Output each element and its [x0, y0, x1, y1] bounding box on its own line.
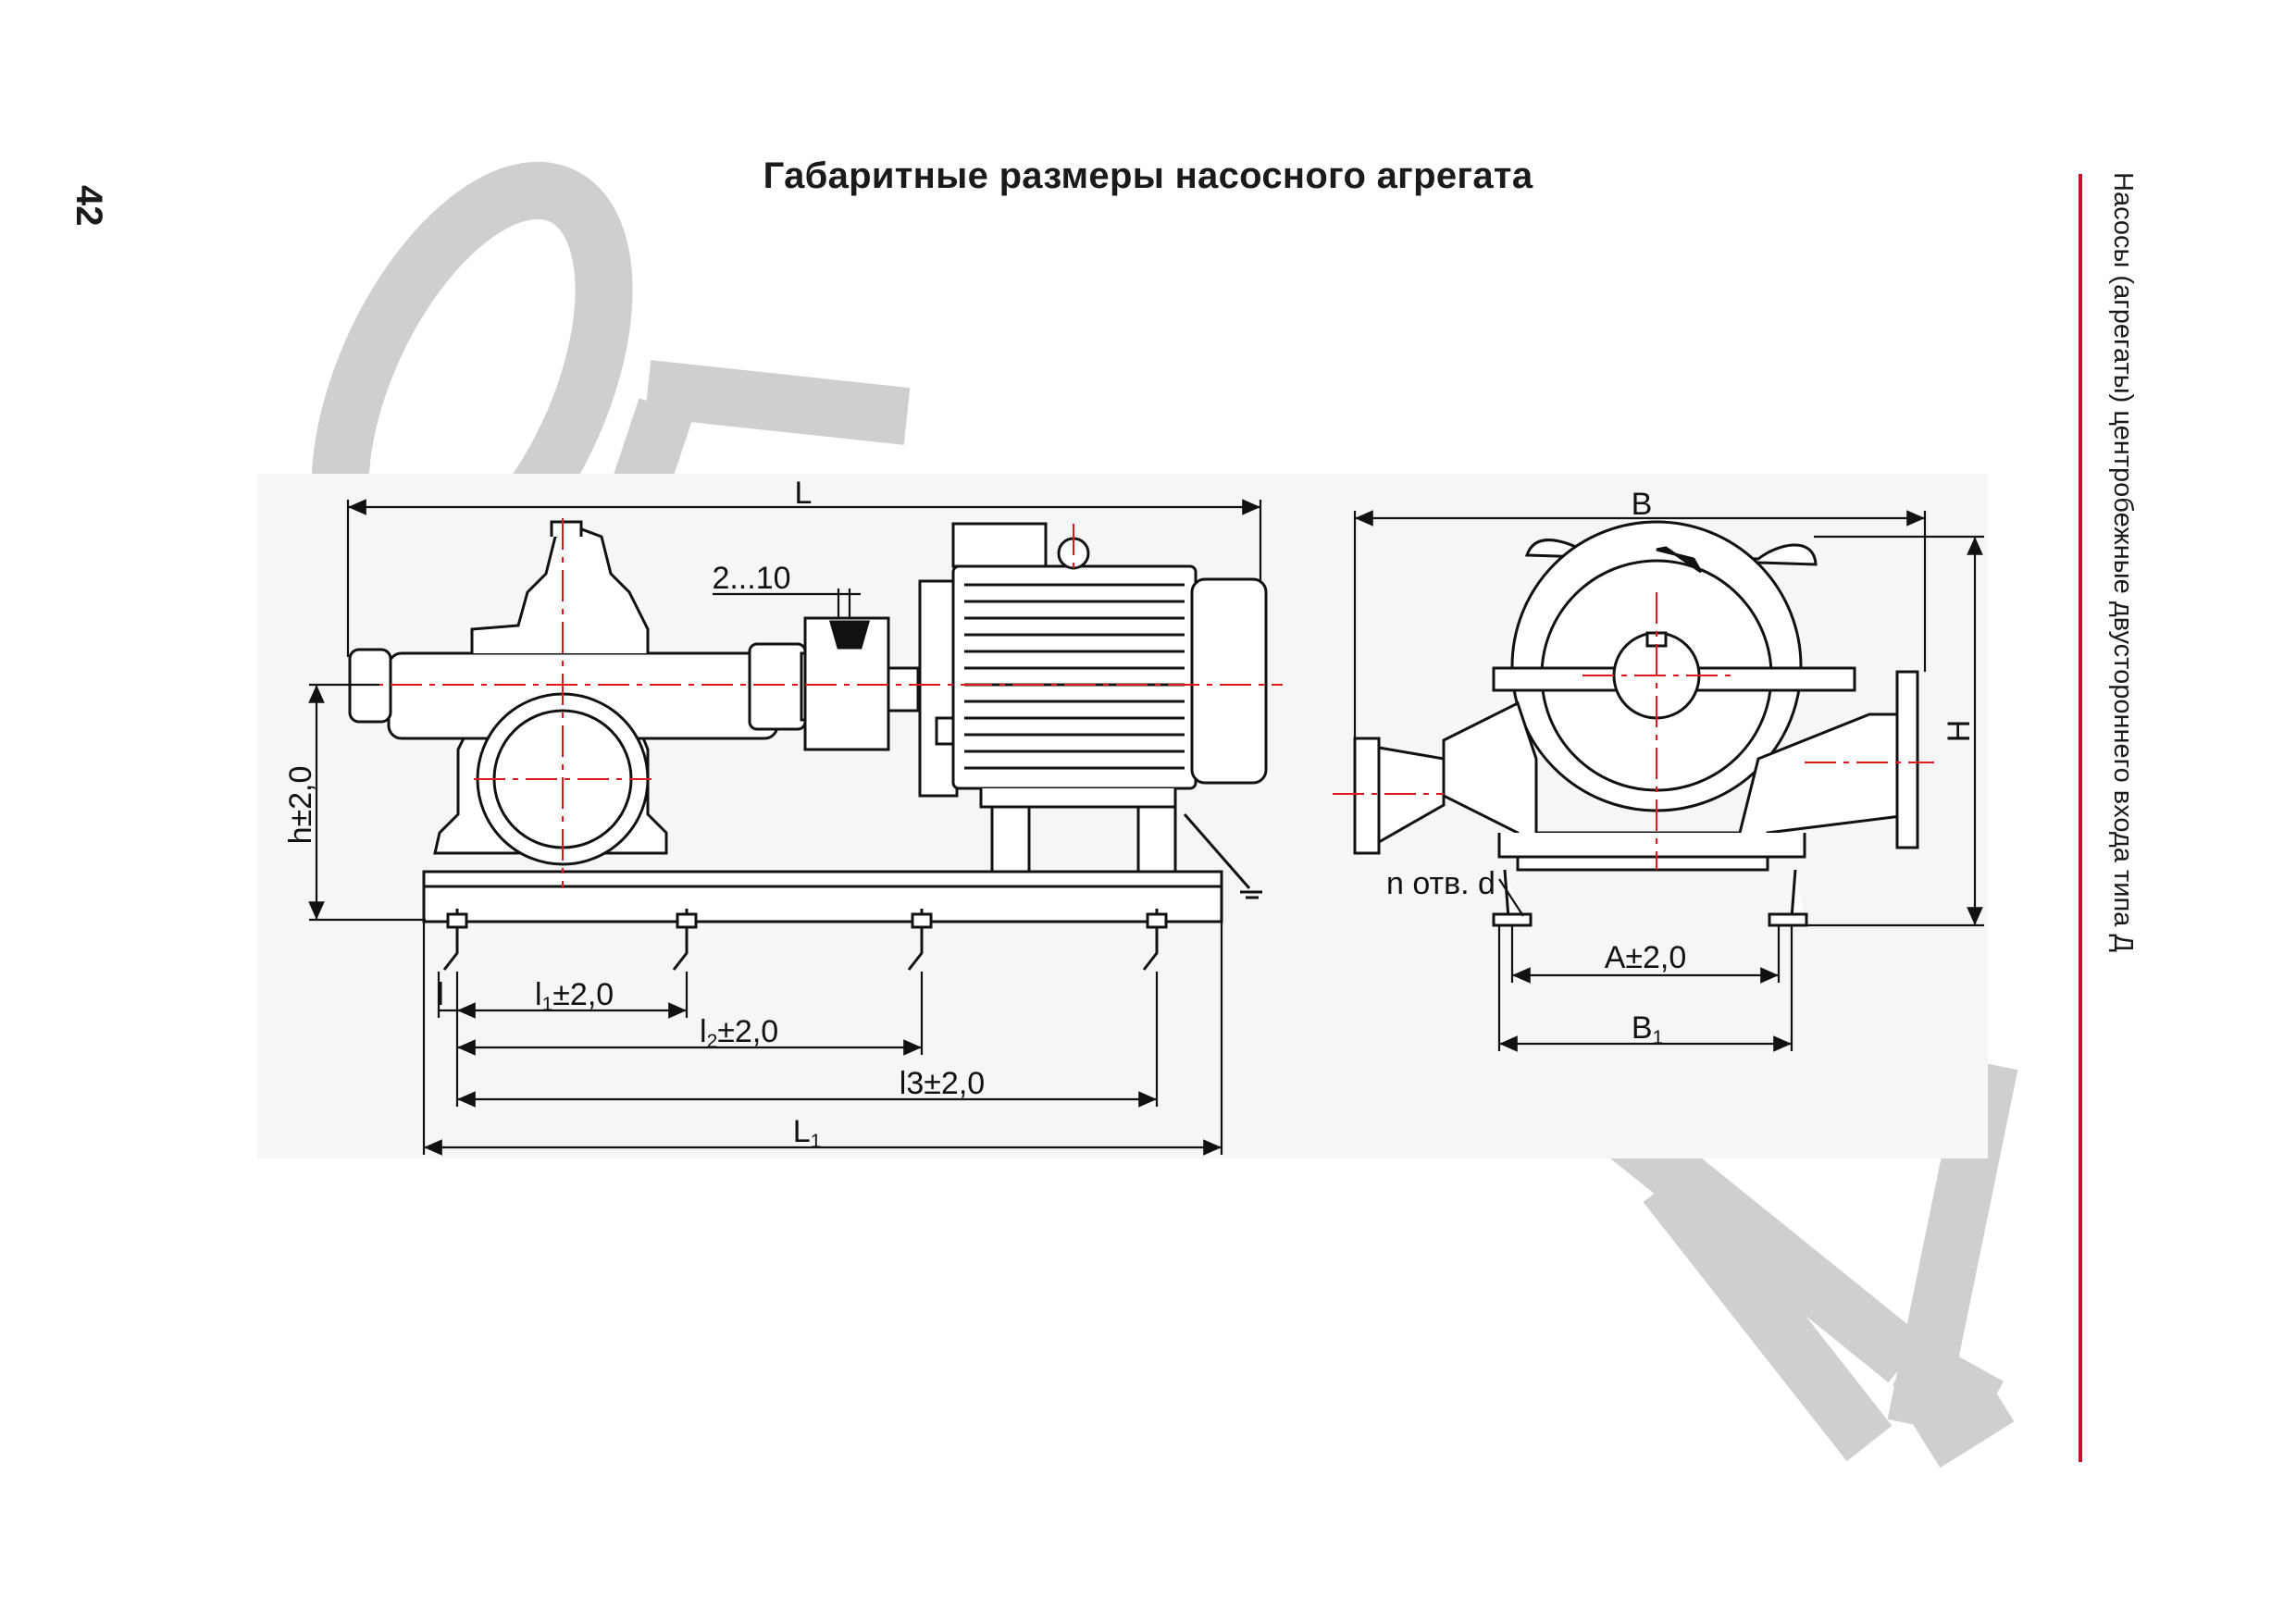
dim-holes: n отв. d: [1386, 866, 1496, 901]
dim-B: B: [1632, 487, 1653, 522]
page-title: Габаритные размеры насосного агрегата: [763, 155, 1533, 196]
dim-l: l: [437, 977, 444, 1012]
anchor-bolts: [442, 909, 1168, 971]
dim-H: H: [1942, 720, 1977, 743]
side-view: [1353, 520, 1919, 927]
dim-l3: l3±2,0: [900, 1066, 985, 1101]
electric-motor: [918, 522, 1268, 873]
front-centerlines: [339, 518, 1283, 888]
dim-h: h±2,0: [283, 766, 318, 845]
front-view: [348, 520, 1268, 971]
dim-gap: 2...10: [712, 561, 790, 596]
base-frame: [422, 870, 1223, 923]
front-dimensions: [308, 499, 1262, 1156]
dim-l1: l1±2,0: [535, 977, 614, 1015]
dim-L: L: [795, 476, 813, 511]
side-centerlines: [1333, 592, 1934, 870]
side-dimension-labels: B H n отв. d A±2,0 B1: [1386, 487, 1977, 1048]
side-dimensions: [1353, 510, 1984, 1052]
front-dimension-labels: L 2...10 h±2,0 l l1±2,0 l2±2,0 l3±2,0 L1: [283, 476, 985, 1152]
side-accent-rule: [2079, 174, 2082, 1462]
dim-l2: l2±2,0: [700, 1014, 778, 1052]
dim-L1: L1: [793, 1114, 822, 1152]
dim-B1: B1: [1632, 1010, 1663, 1048]
dim-A: A±2,0: [1605, 940, 1687, 975]
